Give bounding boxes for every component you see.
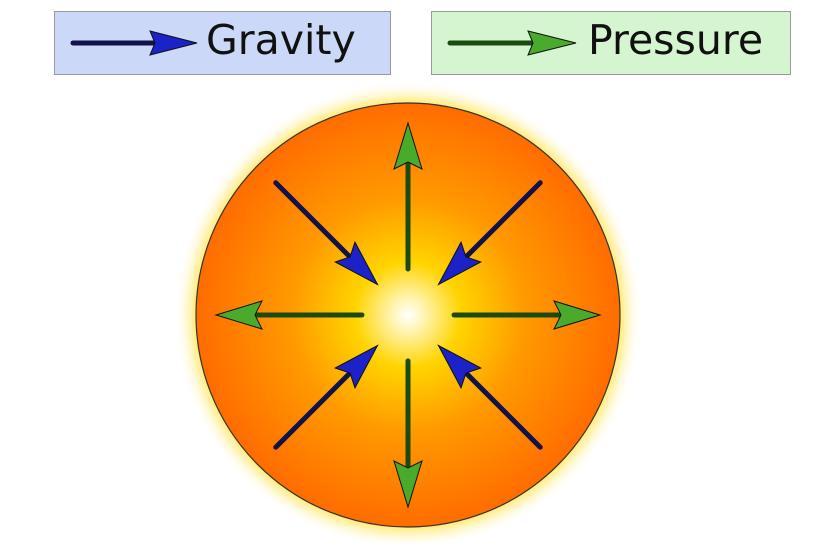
legend-gravity: Gravity bbox=[54, 11, 391, 75]
legend-gravity-label: Gravity bbox=[206, 15, 356, 64]
gravity-arrow-top-left bbox=[273, 180, 379, 286]
force-arrows bbox=[214, 121, 602, 509]
gravity-arrow-top-right bbox=[437, 180, 543, 286]
gravity-arrow-bottom-left bbox=[273, 344, 379, 450]
gravity-legend-arrow-icon bbox=[70, 30, 198, 56]
pressure-arrow-up bbox=[393, 121, 423, 272]
gravity-arrow-bottom-right bbox=[437, 344, 543, 450]
pressure-arrow-down bbox=[393, 358, 423, 509]
pressure-arrow-left bbox=[214, 300, 365, 330]
pressure-legend-arrow-icon bbox=[447, 30, 577, 56]
pressure-arrow-right bbox=[451, 300, 602, 330]
legend-pressure-label: Pressure bbox=[588, 15, 764, 64]
legend-pressure: Pressure bbox=[431, 11, 791, 75]
